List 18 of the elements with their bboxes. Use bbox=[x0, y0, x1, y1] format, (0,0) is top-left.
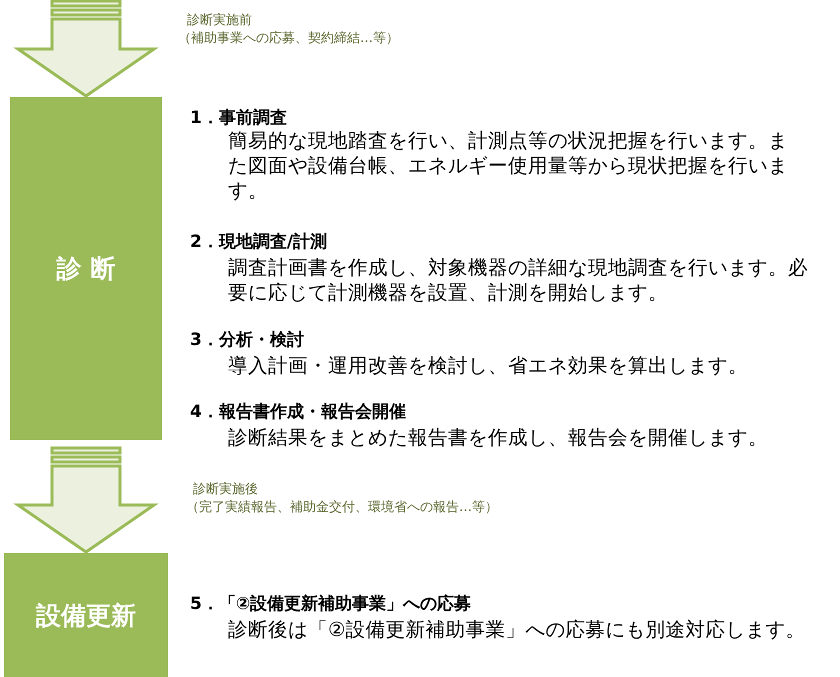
note-text: 診断実施後 bbox=[193, 481, 259, 499]
step-description: 簡易的な現地踏査を行い、計測点等の状況把握を行います。また図面や設備台帳、エネルギー使用量等から現状把握を行います。 bbox=[228, 128, 788, 203]
stage-box: 設備更新 bbox=[4, 553, 168, 677]
step-heading: 4．報告書作成・報告会開催 bbox=[190, 401, 407, 423]
step-description: 診断後は「②設備更新補助事業」への応募にも別途対応します。 bbox=[228, 617, 806, 642]
step-heading: 1．事前調査 bbox=[190, 107, 288, 129]
block-arrow bbox=[13, 446, 159, 554]
note-text: （補助事業への応募、契約締結…等） bbox=[178, 30, 400, 48]
note-text: 診断実施前 bbox=[187, 12, 253, 30]
step-description: 導入計画・運用改善を検討し、省エネ効果を算出します。 bbox=[228, 353, 749, 378]
block-arrow bbox=[13, 0, 159, 98]
note-text: （完了実績報告、補助金交付、環境省への報告…等） bbox=[186, 499, 499, 517]
step-heading: 2．現地調査/計測 bbox=[190, 231, 328, 253]
stage-box: 診 断 bbox=[10, 97, 162, 440]
step-description: 診断結果をまとめた報告書を作成し、報告会を開催します。 bbox=[228, 425, 769, 450]
step-heading: 5．「②設備更新補助事業」への応募 bbox=[190, 593, 472, 615]
step-description: 調査計画書を作成し、対象機器の詳細な現地調査を行います。必要に応じて計測機器を設置、計測を開始します。 bbox=[228, 255, 809, 305]
step-heading: 3．分析・検討 bbox=[190, 329, 305, 351]
